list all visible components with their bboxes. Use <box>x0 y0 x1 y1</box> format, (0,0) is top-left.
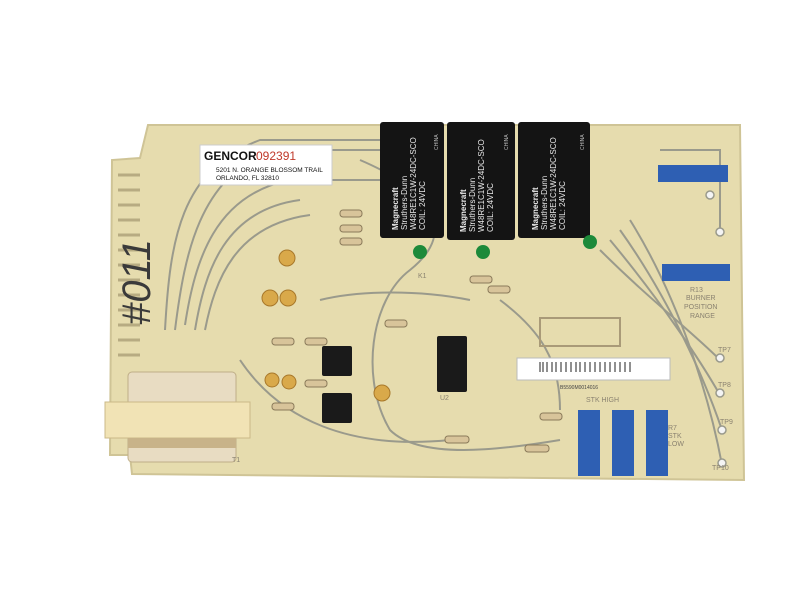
resistors <box>271 209 563 453</box>
transformer <box>104 371 251 463</box>
relay-2-origin: CHINA <box>504 134 510 150</box>
label-tp10: TP10 <box>712 465 729 472</box>
ic-chips <box>322 336 467 423</box>
label-r13-1: R13 <box>690 287 703 294</box>
relay-3-text: Magnecraft Struthers-Dunn W48RE1C1W-24DC… <box>531 135 567 230</box>
handwritten-mark: #011 <box>115 239 159 325</box>
relay-leds <box>413 235 597 259</box>
silkscreen-logo <box>539 317 621 347</box>
test-points <box>705 190 727 468</box>
maker-label <box>199 144 333 186</box>
maker-address-2: ORLANDO, FL 32810 <box>216 175 279 182</box>
trimpots-stk <box>578 410 668 476</box>
relay-2-text: Magnecraft Struthers-Dunn W48RE1C1W-24DC… <box>459 137 495 232</box>
label-tp8: TP8 <box>718 382 731 389</box>
label-tp9: TP9 <box>720 419 733 426</box>
maker-serial: 092391 <box>256 149 296 163</box>
relay-1-text: Magnecraft Struthers-Dunn W48RE1C1W-24DC… <box>391 135 427 230</box>
maker-address-1: 5201 N. ORANGE BLOSSOM TRAIL <box>216 167 323 174</box>
barcode-number: B5590M0014016 <box>560 385 598 391</box>
barcode-sticker: B5590M0014016 <box>516 357 671 391</box>
maker-brand: GENCOR <box>204 149 257 163</box>
relay-3-origin: CHINA <box>580 134 586 150</box>
label-k1: K1 <box>418 273 427 280</box>
label-u2: U2 <box>440 395 449 402</box>
silkscreen-labels: R13 BURNER POSITION RANGE STK HIGH R7 ST… <box>232 273 733 472</box>
label-r7-3: LOW <box>668 441 684 448</box>
edge-connector <box>118 173 140 357</box>
label-r13-2: BURNER <box>686 295 716 302</box>
capacitors <box>261 249 391 402</box>
label-r7-1: R7 <box>668 425 677 432</box>
label-stk-high: STK HIGH <box>586 397 619 404</box>
label-tp7: TP7 <box>718 347 731 354</box>
label-t1: T1 <box>232 457 240 464</box>
label-r13-3: POSITION <box>684 304 717 311</box>
relay-3: Magnecraft Struthers-Dunn W48RE1C1W-24DC… <box>518 122 590 238</box>
relay-2: Magnecraft Struthers-Dunn W48RE1C1W-24DC… <box>447 122 515 240</box>
trimpot-r13-top <box>658 165 728 182</box>
trimpot-r13 <box>662 264 730 281</box>
relay-1-origin: CHINA <box>434 134 440 150</box>
relay-1: Magnecraft Struthers-Dunn W48RE1C1W-24DC… <box>380 122 444 238</box>
label-r7-2: STK <box>668 433 682 440</box>
label-r13-4: RANGE <box>690 313 715 320</box>
